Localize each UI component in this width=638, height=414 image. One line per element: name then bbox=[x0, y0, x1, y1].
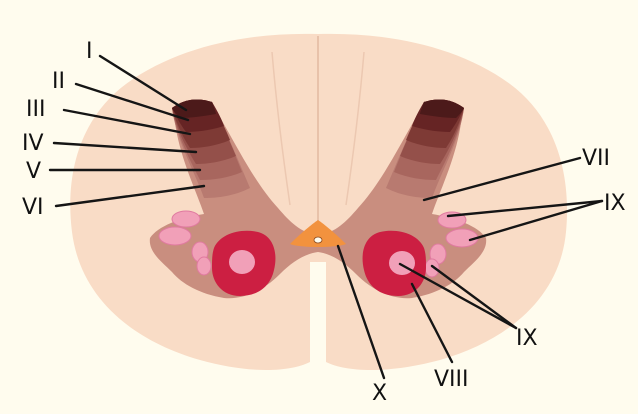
left-lamina-9-pool-a bbox=[172, 211, 200, 227]
label-lamina-1: I bbox=[86, 39, 93, 64]
label-lamina-9-right: IX bbox=[604, 191, 626, 216]
label-lamina-5: V bbox=[26, 159, 41, 184]
left-lamina-9-pool-d bbox=[197, 257, 211, 275]
label-lamina-8: VIII bbox=[434, 367, 469, 392]
label-lamina-10: X bbox=[372, 381, 387, 406]
label-lamina-3: III bbox=[26, 97, 45, 122]
label-lamina-7: VII bbox=[582, 146, 610, 171]
label-lamina-4: IV bbox=[22, 131, 44, 156]
label-lamina-6: VI bbox=[22, 195, 44, 220]
right-lamina-9-pool-d bbox=[425, 259, 439, 277]
label-lamina-2: II bbox=[52, 69, 65, 94]
left-lamina-9-core bbox=[229, 250, 255, 274]
central-canal bbox=[314, 237, 322, 243]
left-lamina-9-pool-b bbox=[159, 227, 191, 245]
label-lamina-9-bottom: IX bbox=[516, 326, 538, 351]
